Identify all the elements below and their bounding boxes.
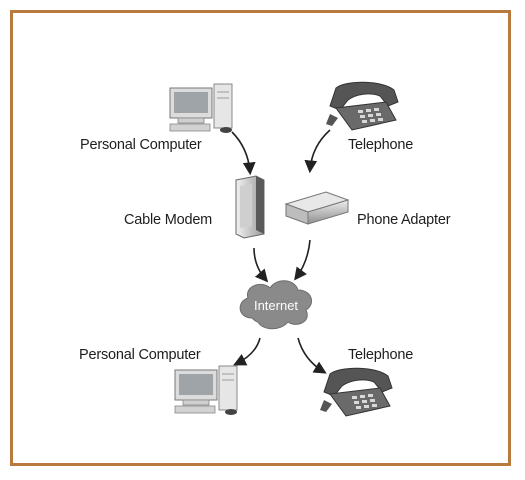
diagram-frame	[10, 10, 511, 466]
bottom-left-label: Personal Computer	[79, 347, 201, 363]
arrow-telephone-to-adapter	[304, 129, 331, 174]
top-right-label: Telephone	[348, 137, 414, 153]
phone-adapter-icon	[284, 191, 350, 225]
telephone-icon	[326, 81, 399, 131]
arrow-adapter-to-internet	[294, 239, 311, 281]
top-left-label: Personal Computer	[80, 137, 202, 153]
bottom-right-label: Telephone	[348, 347, 414, 363]
phone-adapter-label: Phone Adapter	[357, 212, 451, 228]
arrow-internet-to-computer	[233, 337, 261, 366]
cable-modem-icon	[235, 175, 265, 239]
arrow-modem-to-internet	[253, 247, 269, 283]
arrow-internet-to-telephone	[297, 337, 327, 374]
internet-cloud-icon: Internet	[239, 280, 313, 330]
internet-label: Internet	[254, 298, 298, 313]
arrow-computer-to-modem	[231, 131, 256, 176]
computer-icon	[169, 83, 233, 133]
computer-icon	[174, 365, 238, 415]
telephone-icon	[320, 367, 393, 417]
cable-modem-label: Cable Modem	[124, 212, 213, 228]
